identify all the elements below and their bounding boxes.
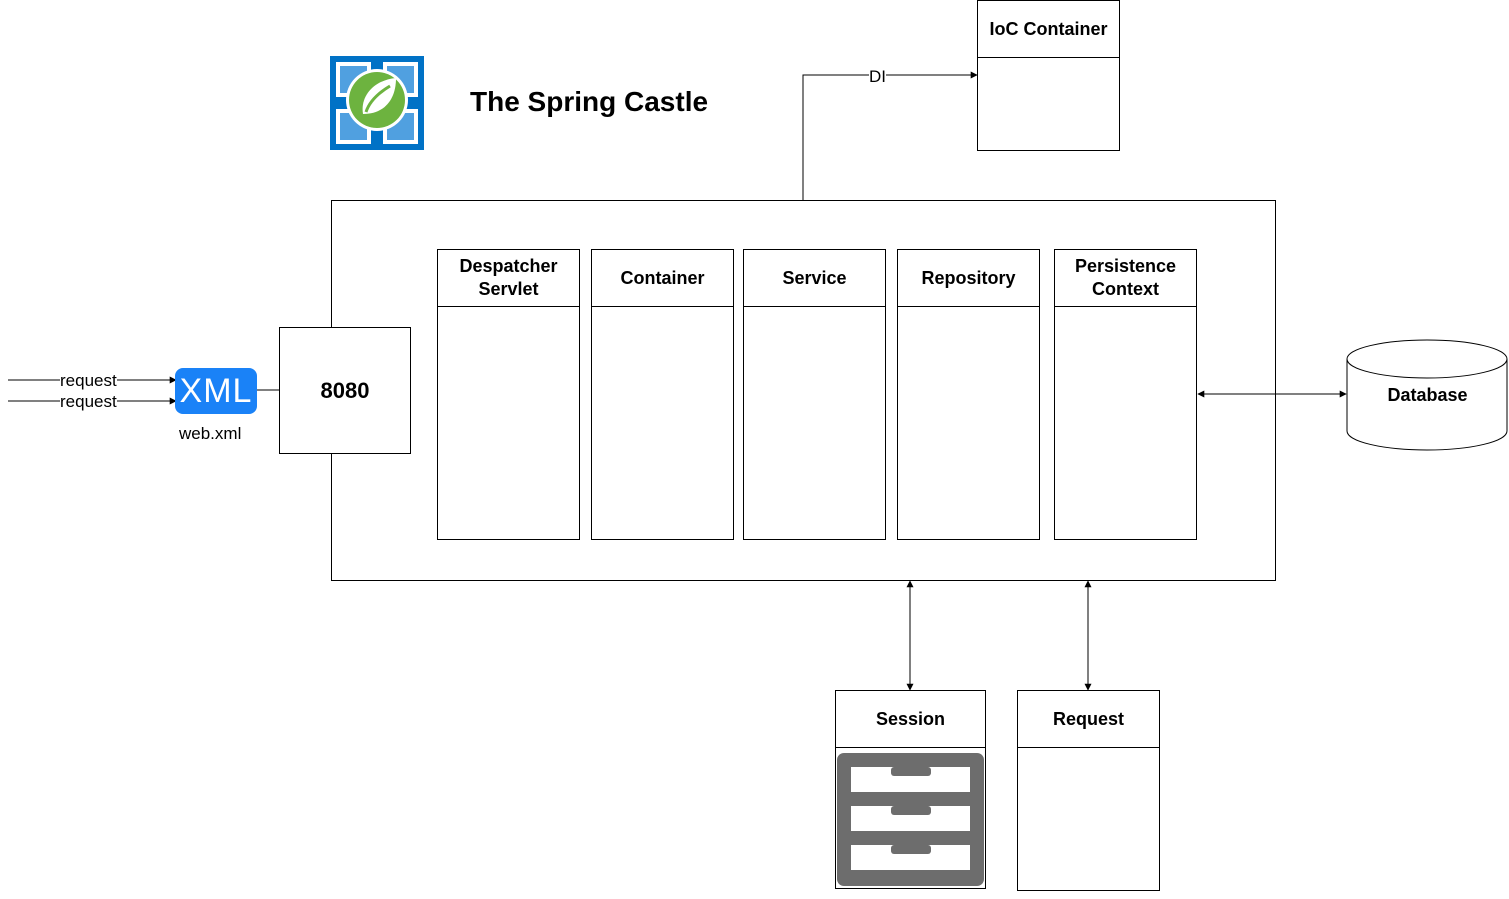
di-label: DI [869,67,886,86]
lane-despatcher-servlet: Despatcher Servlet [437,249,580,540]
spring-castle-logo-icon [330,56,424,150]
session-box: Session [835,690,986,889]
xml-badge-text: XML [179,371,253,410]
request-label-2: request [60,392,117,411]
request-box: Request [1017,690,1160,891]
lane-persistence-context: Persistence Context [1054,249,1197,540]
lane-label: Repository [898,250,1039,307]
lane-repository: Repository [897,249,1040,540]
request-box-label: Request [1018,691,1159,748]
lane-label: Despatcher Servlet [438,250,579,307]
ioc-container-label: IoC Container [978,1,1119,58]
web-xml-caption: web.xml [179,424,242,443]
page-title: The Spring Castle [470,86,709,117]
xml-file-icon: XML [175,368,257,414]
di-edge [802,71,978,200]
port-label: 8080 [320,377,370,403]
lane-container: Container [591,249,734,540]
request-label-1: request [60,371,117,390]
session-label: Session [836,691,985,748]
port-box: 8080 [279,327,411,454]
file-cabinet-icon [837,753,984,886]
ioc-container-box: IoC Container [977,0,1120,151]
lane-label: Persistence Context [1055,250,1196,307]
lane-label: Service [744,250,885,307]
lane-label: Container [592,250,733,307]
database-cylinder: Database [1346,339,1509,451]
lane-service: Service [743,249,886,540]
database-label: Database [1387,385,1468,405]
